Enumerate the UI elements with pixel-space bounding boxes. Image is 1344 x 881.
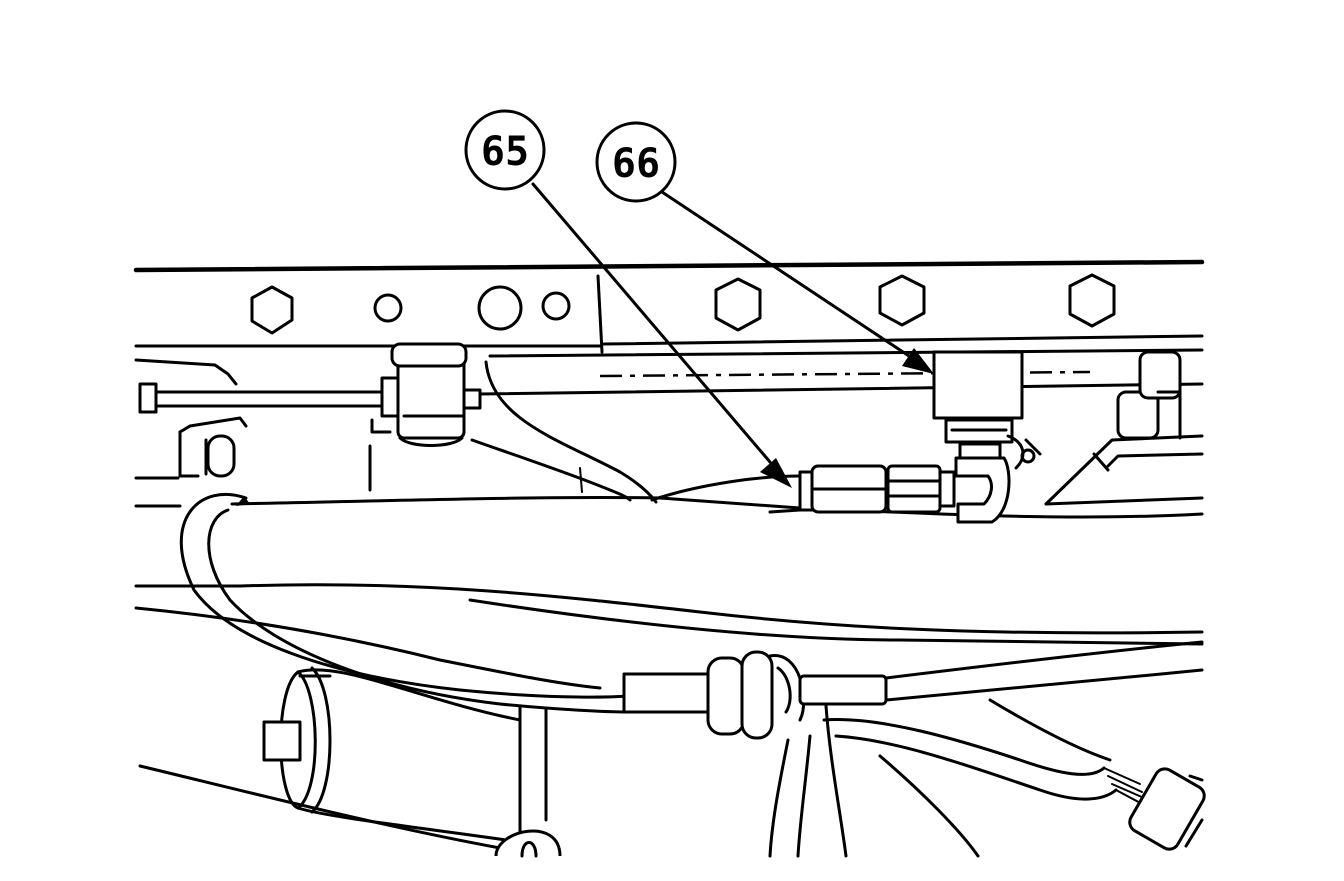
- curved-tube: [470, 360, 658, 504]
- frame-rail: [133, 259, 1205, 396]
- rail-fasteners: [250, 273, 1116, 335]
- arrowhead: [902, 348, 934, 374]
- connector-fitting: [798, 464, 956, 514]
- looping-hose: [179, 492, 630, 714]
- callout-label-65: 65: [481, 129, 529, 175]
- main-tube: [134, 474, 1204, 690]
- rail-hole: [477, 285, 523, 331]
- elbow-block-assembly: [932, 350, 1042, 524]
- hex-nut: [1068, 273, 1116, 328]
- rail-hole: [373, 293, 403, 323]
- callout-circle: [464, 109, 546, 191]
- hex-nut: [714, 277, 762, 332]
- hex-nut: [250, 285, 294, 335]
- callout-66: 66: [595, 121, 934, 374]
- callout-65: 65: [464, 109, 792, 488]
- arrowhead: [760, 458, 792, 488]
- leader-line: [660, 190, 914, 360]
- lower-hoses: [768, 698, 1206, 858]
- hose-coupling: [622, 640, 1204, 740]
- right-bracket: [1044, 350, 1204, 506]
- callout-label-66: 66: [612, 141, 660, 187]
- rail-hole: [541, 291, 571, 321]
- hex-nut: [878, 274, 926, 327]
- callout-circle: [595, 121, 677, 203]
- left-valve-assembly: [134, 342, 482, 508]
- filter-canister: [138, 666, 562, 858]
- leader-line: [531, 182, 772, 464]
